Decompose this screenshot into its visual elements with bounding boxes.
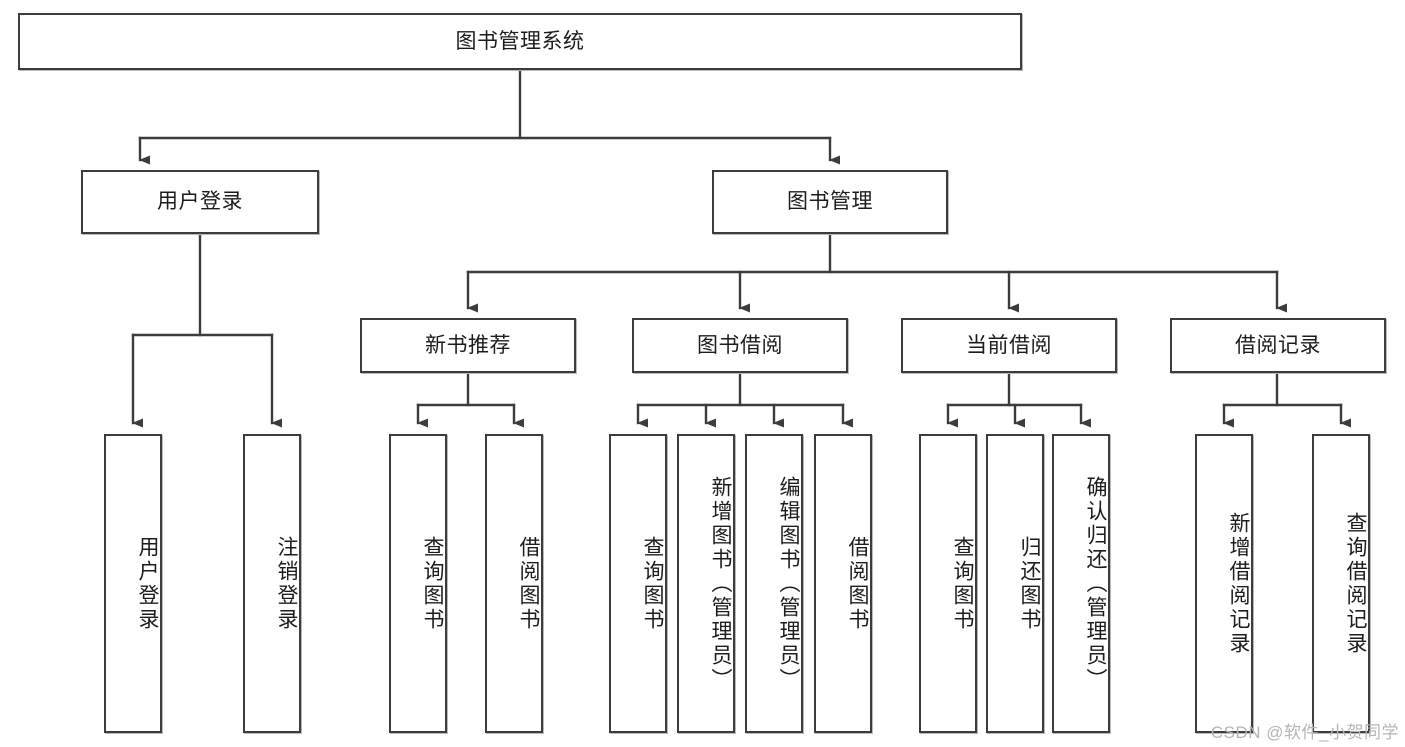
node-label: 图书管理系统 (455, 29, 585, 53)
leaf-return-book[interactable]: 归还图书 (986, 434, 1044, 733)
node-label: 查询图书 (641, 535, 664, 632)
node-label: 归还图书 (1018, 535, 1041, 632)
node-new-book-recommend[interactable]: 新书推荐 (360, 318, 576, 373)
node-book-borrow[interactable]: 图书借阅 (632, 318, 848, 373)
node-label: 用户登录 (136, 535, 159, 632)
node-book-management[interactable]: 图书管理 (712, 170, 948, 234)
leaf-add-book-admin[interactable]: 新增图书（管理员） (677, 434, 735, 733)
leaf-confirm-return-admin[interactable]: 确认归还（管理员） (1052, 434, 1110, 733)
leaf-query-book-recommend[interactable]: 查询图书 (389, 434, 447, 733)
node-label: 图书管理 (787, 190, 873, 214)
node-current-borrow[interactable]: 当前借阅 (901, 318, 1117, 373)
leaf-add-borrow-record[interactable]: 新增借阅记录 (1195, 434, 1253, 733)
node-label: 用户登录 (157, 190, 243, 214)
csdn-watermark: CSDN @软件_小贺同学 (1210, 723, 1399, 742)
leaf-query-book-current[interactable]: 查询图书 (919, 434, 977, 733)
node-label: 查询图书 (421, 535, 444, 632)
node-label: 查询图书 (951, 535, 974, 632)
node-label: 借阅记录 (1235, 333, 1321, 357)
leaf-query-book-borrow[interactable]: 查询图书 (609, 434, 667, 733)
node-label: 借阅图书 (517, 535, 540, 632)
node-label: 查询借阅记录 (1344, 511, 1367, 656)
node-borrow-record[interactable]: 借阅记录 (1170, 318, 1386, 373)
node-label: 新书推荐 (425, 333, 511, 357)
node-label: 确认归还（管理员） (1084, 475, 1107, 692)
leaf-borrow-book[interactable]: 借阅图书 (814, 434, 872, 733)
node-label: 新增借阅记录 (1227, 511, 1250, 656)
leaf-borrow-book-recommend[interactable]: 借阅图书 (485, 434, 543, 733)
node-user-login[interactable]: 用户登录 (81, 170, 319, 234)
node-label: 新增图书（管理员） (709, 475, 732, 692)
node-label: 借阅图书 (846, 535, 869, 632)
leaf-logout[interactable]: 注销登录 (243, 434, 301, 733)
node-label: 编辑图书（管理员） (777, 475, 800, 692)
leaf-edit-book-admin[interactable]: 编辑图书（管理员） (745, 434, 803, 733)
node-label: 图书借阅 (697, 333, 783, 357)
node-root-system[interactable]: 图书管理系统 (18, 13, 1022, 70)
leaf-user-login[interactable]: 用户登录 (104, 434, 162, 733)
node-label: 当前借阅 (966, 333, 1052, 357)
node-label: 注销登录 (275, 535, 298, 632)
leaf-query-borrow-record[interactable]: 查询借阅记录 (1312, 434, 1370, 733)
